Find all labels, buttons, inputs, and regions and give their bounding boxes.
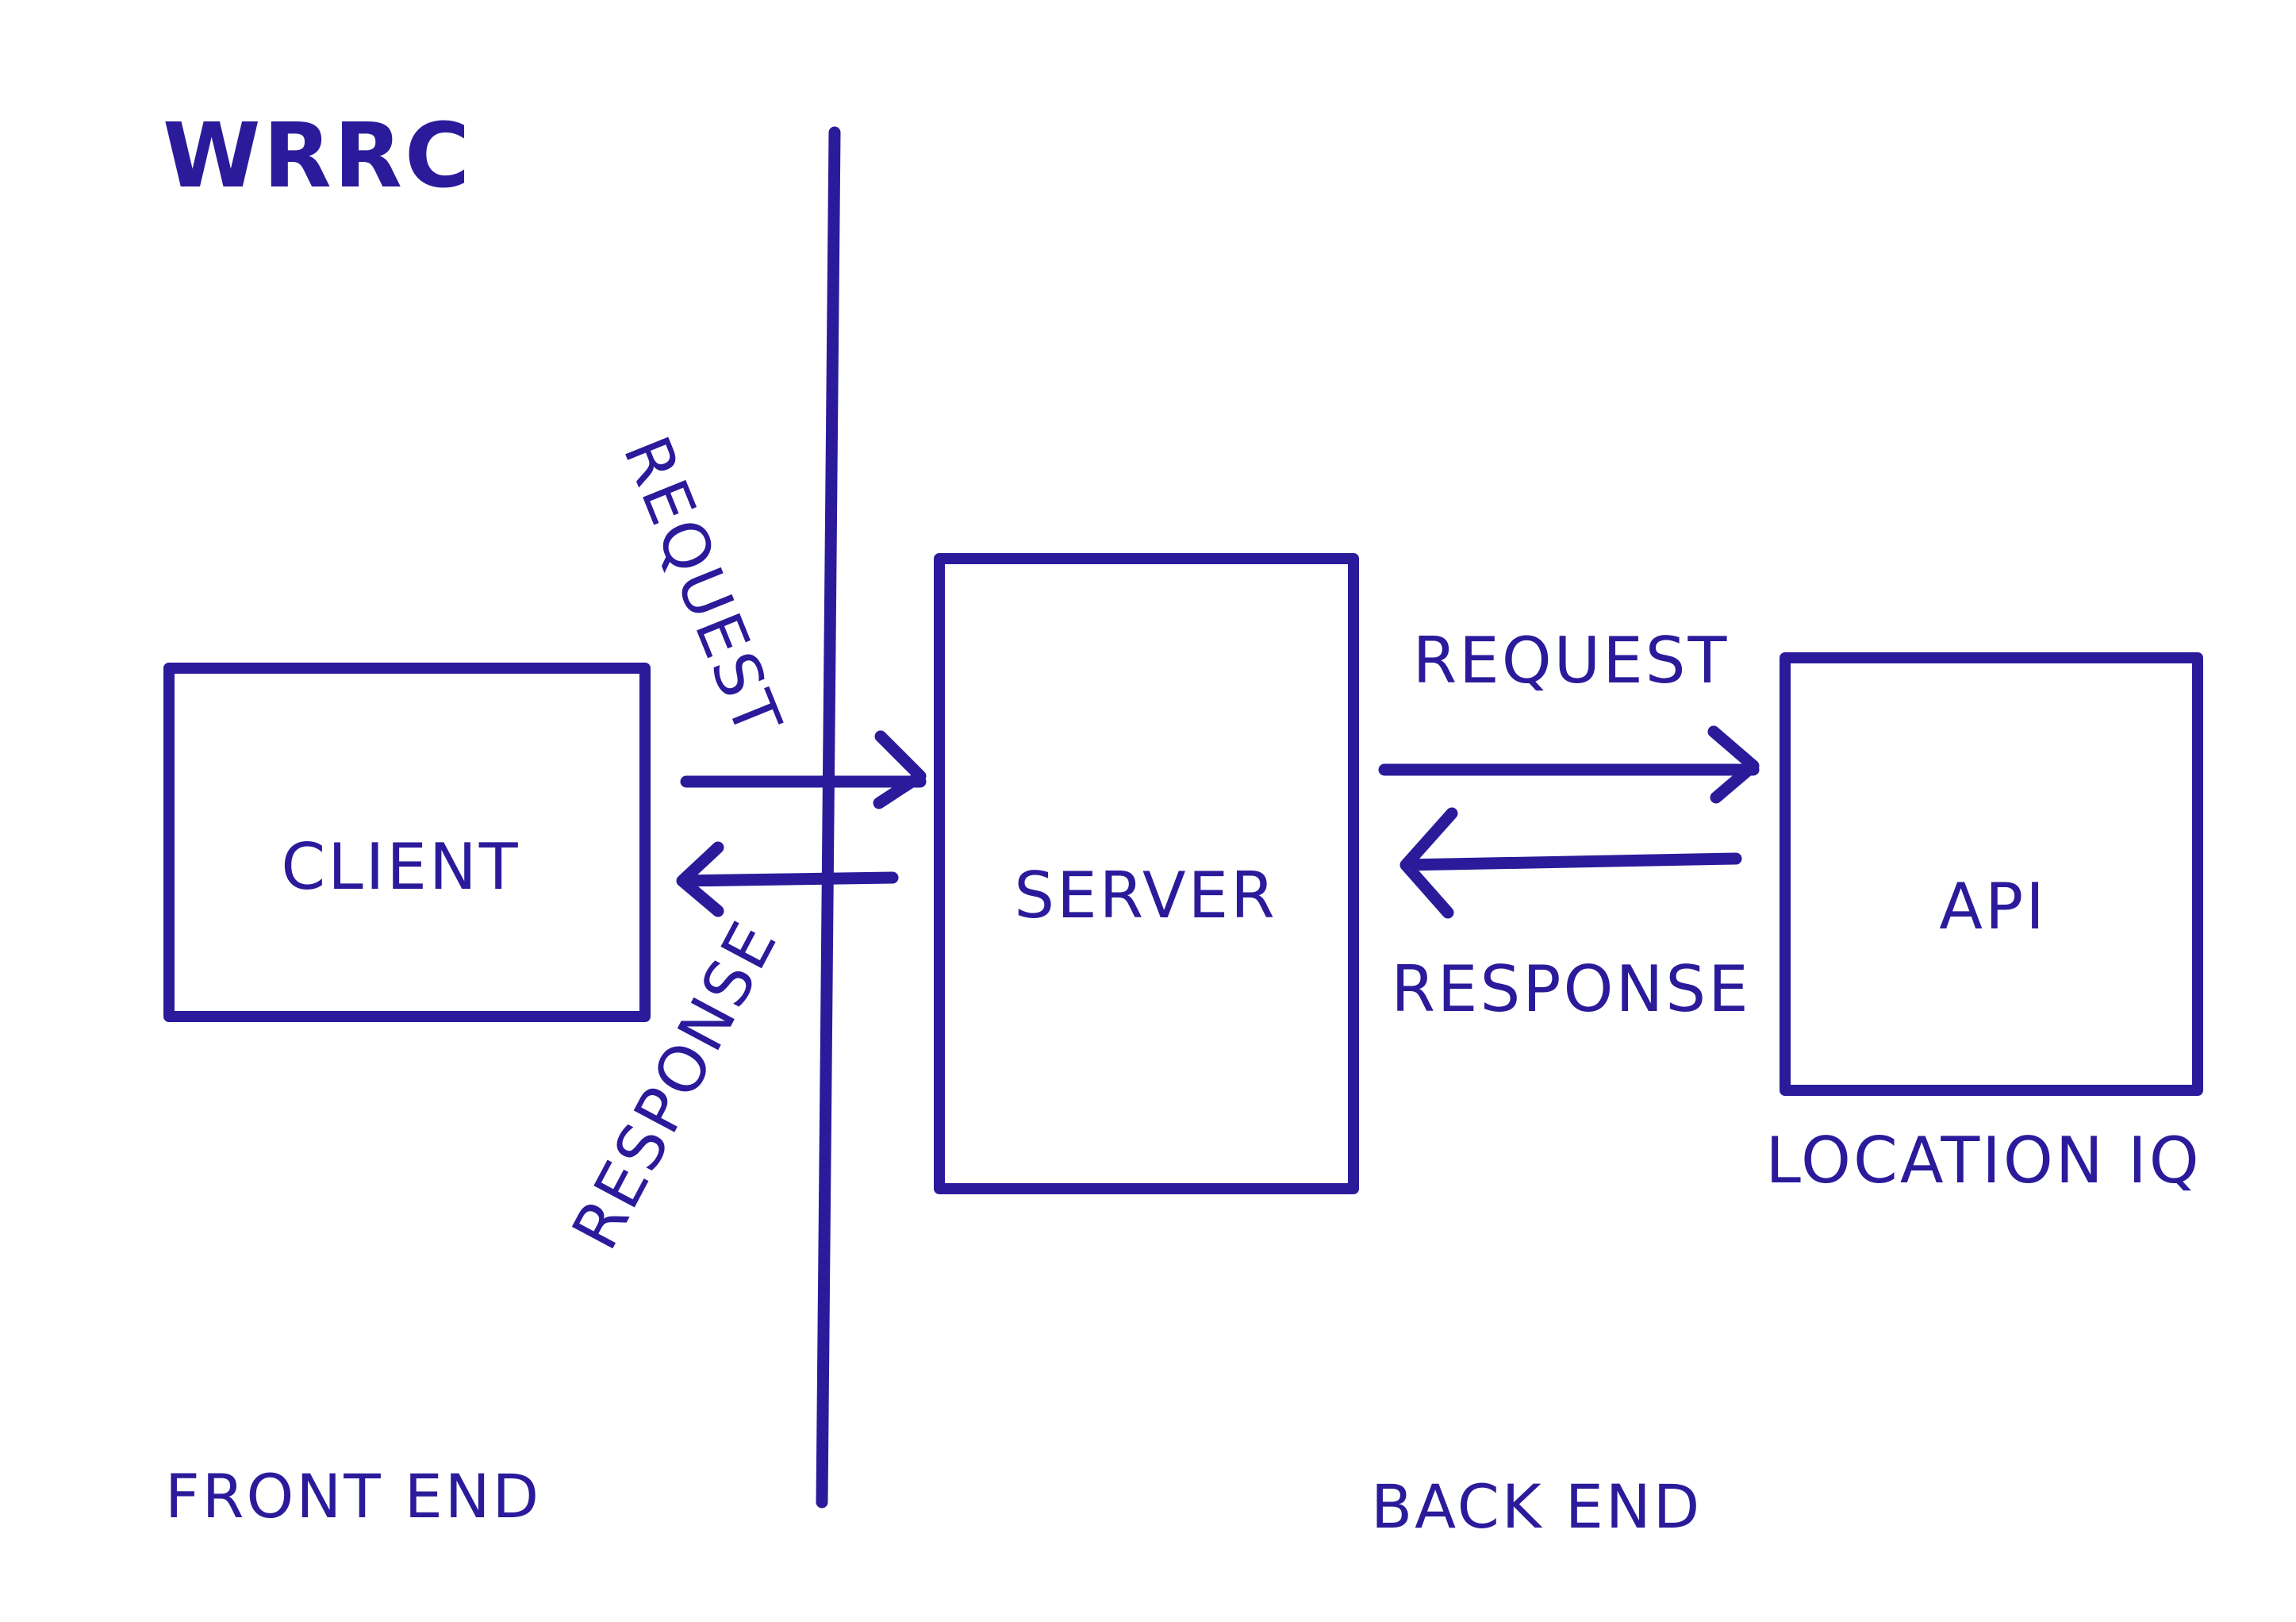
api-label: API [1939, 870, 2047, 944]
front-end-label: FRONT END [165, 1461, 541, 1532]
request-arrow-client-to-server [680, 730, 927, 809]
api-caption: LOCATION IQ [1765, 1124, 2201, 1197]
request-label-server-to-api: REQUEST [1413, 624, 1730, 698]
response-arrow-server-to-client [676, 841, 899, 917]
client-label: CLIENT [281, 830, 520, 904]
request-label-client-to-server: REQUEST [609, 426, 797, 748]
back-end-label: BACK END [1371, 1471, 1702, 1542]
response-label-server-to-client: RESPONSE [558, 909, 792, 1261]
response-arrow-api-to-server [1399, 807, 1742, 919]
server-box [934, 553, 1359, 1194]
server-label: SERVER [1014, 859, 1277, 932]
request-arrow-server-to-api [1378, 725, 1760, 804]
client-box [163, 663, 651, 1022]
diagram-title: WRRC [163, 105, 472, 208]
response-label-api-to-server: RESPONSE [1391, 952, 1750, 1026]
api-box [1780, 652, 2203, 1096]
frontend-backend-divider [816, 126, 841, 1509]
